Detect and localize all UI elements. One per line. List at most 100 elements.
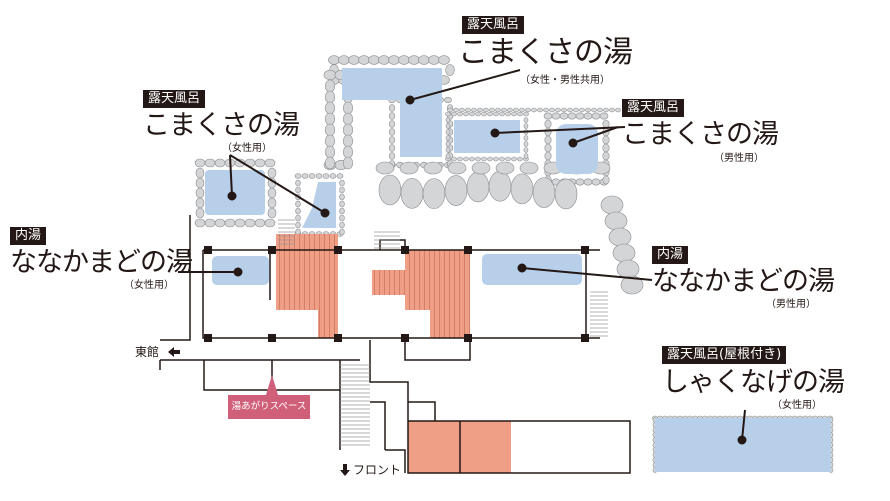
stone xyxy=(195,177,205,189)
pillar xyxy=(268,334,276,342)
stone xyxy=(523,135,529,141)
stone xyxy=(328,55,340,65)
stone xyxy=(523,147,529,153)
stone xyxy=(400,178,424,209)
stone xyxy=(445,147,451,153)
stone xyxy=(499,111,505,117)
stone xyxy=(555,107,561,113)
stone xyxy=(295,207,301,215)
stone xyxy=(267,167,277,179)
pillar xyxy=(581,334,589,342)
stone xyxy=(324,156,336,170)
stone xyxy=(511,156,517,162)
stone xyxy=(195,187,205,199)
stone xyxy=(295,200,301,208)
stone xyxy=(445,64,455,76)
stone xyxy=(543,107,549,113)
stone xyxy=(388,104,396,112)
stone xyxy=(451,111,457,117)
stone xyxy=(510,173,534,205)
stone xyxy=(487,111,493,117)
stone xyxy=(398,55,410,65)
stone xyxy=(301,173,309,179)
stone xyxy=(523,123,529,129)
stone xyxy=(505,156,511,162)
stone xyxy=(339,207,345,215)
pillar xyxy=(401,246,409,254)
tag-male-outdoor: 露天風呂 xyxy=(622,99,685,117)
stone xyxy=(597,107,603,113)
stone xyxy=(532,177,556,208)
stone xyxy=(445,111,451,117)
stone xyxy=(399,161,419,175)
stone xyxy=(324,90,336,104)
tag-female-indoor: 内湯 xyxy=(10,227,47,245)
stone xyxy=(575,178,585,186)
pillar xyxy=(334,246,342,254)
stone xyxy=(445,129,451,135)
stone xyxy=(523,153,529,159)
rest-space-pointer xyxy=(266,375,278,395)
pillar xyxy=(204,246,212,254)
stone xyxy=(339,221,345,229)
name-female-outdoor: こまくさの湯 xyxy=(143,110,300,141)
stone xyxy=(459,107,465,113)
stone xyxy=(591,107,597,113)
front-link[interactable]: フロント xyxy=(353,463,402,477)
stone xyxy=(615,107,621,113)
stone xyxy=(483,107,489,113)
stone xyxy=(523,141,529,147)
stone xyxy=(204,158,216,168)
stone xyxy=(444,175,468,206)
stone xyxy=(457,156,463,162)
stone xyxy=(339,186,345,194)
stone xyxy=(339,200,345,208)
stone xyxy=(224,218,236,228)
name-male-indoor: ななかまどの湯 xyxy=(652,266,835,297)
stone xyxy=(602,135,610,145)
stone xyxy=(505,111,511,117)
stone xyxy=(481,111,487,117)
note-female-indoor: （女性用） xyxy=(124,280,174,291)
note-shared-outdoor: （女性・男性共用） xyxy=(520,75,610,86)
stone xyxy=(375,161,395,175)
stone xyxy=(511,111,517,117)
pillar xyxy=(204,334,212,342)
changing-room-female xyxy=(276,234,338,338)
room-salmon-1 xyxy=(408,421,460,473)
name-male-outdoor: こまくさの湯 xyxy=(622,119,779,150)
stone xyxy=(445,141,451,147)
stone xyxy=(551,112,561,120)
stone xyxy=(194,158,206,168)
pool-female-outdoor-small xyxy=(302,182,336,228)
stone xyxy=(612,243,636,263)
name-female-indoor: ななかまどの湯 xyxy=(10,247,193,278)
stone xyxy=(308,173,316,179)
stone xyxy=(603,107,609,113)
stone xyxy=(254,218,266,228)
room-salmon-2 xyxy=(460,421,511,473)
stone xyxy=(267,207,277,219)
stone xyxy=(488,170,512,202)
stone xyxy=(554,178,578,210)
stone xyxy=(295,179,301,187)
east-wing-link[interactable]: 東館 xyxy=(135,345,160,359)
stone xyxy=(583,178,593,186)
stone xyxy=(329,173,337,179)
stone xyxy=(457,111,463,117)
stone xyxy=(444,96,452,104)
pillar xyxy=(268,246,276,254)
stone xyxy=(315,173,323,179)
stone xyxy=(495,107,501,113)
stone xyxy=(368,55,380,65)
east-wing-arrow-icon xyxy=(168,347,180,357)
stone xyxy=(609,107,615,113)
stone xyxy=(339,214,345,222)
tag-female-outdoor: 露天風呂 xyxy=(143,90,206,108)
stone xyxy=(591,112,601,120)
stone xyxy=(342,156,354,170)
stone xyxy=(463,111,469,117)
stone xyxy=(339,179,345,187)
stone-borders xyxy=(194,55,834,473)
